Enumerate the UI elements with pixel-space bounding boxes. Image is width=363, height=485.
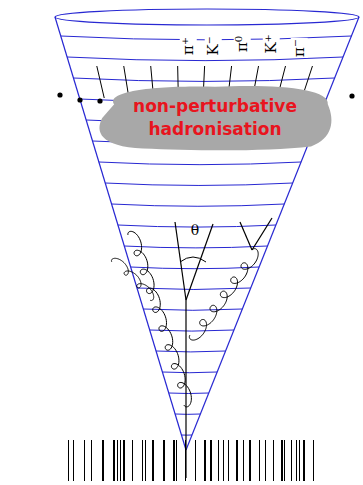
cone-grid-line <box>99 162 301 165</box>
cone-grid-line <box>112 204 285 206</box>
detector-barcode <box>204 440 206 481</box>
detector-barcode <box>163 440 165 481</box>
detector-barcode <box>173 440 175 481</box>
cone-grid-line <box>181 435 192 436</box>
hadron-dot <box>77 97 82 102</box>
detector-barcode <box>228 440 229 481</box>
detector-barcode <box>223 440 224 481</box>
gluon-line <box>189 249 258 340</box>
quark-line <box>186 224 213 300</box>
detector-barcode <box>142 440 143 481</box>
detector-barcode <box>249 440 251 481</box>
detector-barcode <box>145 440 146 481</box>
cone-grid-line <box>131 267 259 269</box>
cone-edge <box>186 17 359 450</box>
particle-label: K⁻ <box>205 35 222 56</box>
detector-barcode <box>132 440 133 481</box>
detector-barcode <box>218 440 219 481</box>
jet-cone <box>55 9 359 450</box>
detector-barcode <box>265 440 266 481</box>
detector-barcode <box>195 440 196 481</box>
quark-line <box>252 218 272 250</box>
hadron-dot <box>349 93 354 98</box>
detector-barcode <box>273 440 274 481</box>
detector-barcode <box>102 440 104 481</box>
hadronisation-blob: non-perturbative hadronisation <box>95 84 335 152</box>
hadron-dot <box>97 98 102 103</box>
detector-barcode <box>123 440 125 481</box>
gluon-line <box>111 258 153 300</box>
detector-barcode <box>84 440 85 481</box>
cone-grid-line <box>175 414 200 415</box>
detector-barcode <box>243 440 244 481</box>
region-label: non-perturbative hadronisation <box>115 95 315 141</box>
detector-barcode <box>152 440 154 481</box>
detector-barcode <box>176 440 177 481</box>
detector-barcode <box>91 440 92 481</box>
detector-barcode <box>113 440 115 481</box>
blob-shape <box>95 84 335 152</box>
detector-barcode <box>284 440 285 481</box>
detector-barcode <box>296 440 297 481</box>
quark-line <box>185 300 186 478</box>
cone-grid-line <box>105 183 292 185</box>
particle-label: K⁺ <box>263 33 280 54</box>
cone-grid-line <box>162 372 217 374</box>
parton-shower <box>111 218 272 478</box>
particle-label: π⁰ <box>234 35 251 53</box>
detector-barcode <box>117 440 118 481</box>
cone-grid-line <box>124 246 267 248</box>
detector-barcode <box>120 440 121 481</box>
angle-arc <box>180 257 206 262</box>
detector-barcode <box>303 440 305 481</box>
detector-barcode <box>291 440 292 481</box>
quark-line <box>240 222 252 250</box>
cone-grid-line <box>169 393 209 395</box>
detector-barcode <box>210 440 212 481</box>
detector-barcode <box>299 440 300 481</box>
detector-barcode <box>313 440 314 481</box>
detector-barcode <box>236 440 238 481</box>
hadron-dot <box>57 92 62 97</box>
gluon-line <box>128 231 192 407</box>
angle-label: θ <box>190 223 200 238</box>
cone-edge <box>55 17 186 450</box>
quark-line <box>175 222 186 300</box>
detector-barcode <box>281 440 283 481</box>
cone-grid-line <box>143 309 242 310</box>
detector-barcode <box>68 440 69 481</box>
cone-rim <box>55 9 359 25</box>
cone-grid-line <box>156 351 226 353</box>
detector-barcode <box>259 440 260 481</box>
particle-label: π⁻ <box>291 38 308 58</box>
hadron-track <box>97 66 104 98</box>
detector-barcode <box>73 440 74 481</box>
particle-label: π⁺ <box>180 36 197 56</box>
